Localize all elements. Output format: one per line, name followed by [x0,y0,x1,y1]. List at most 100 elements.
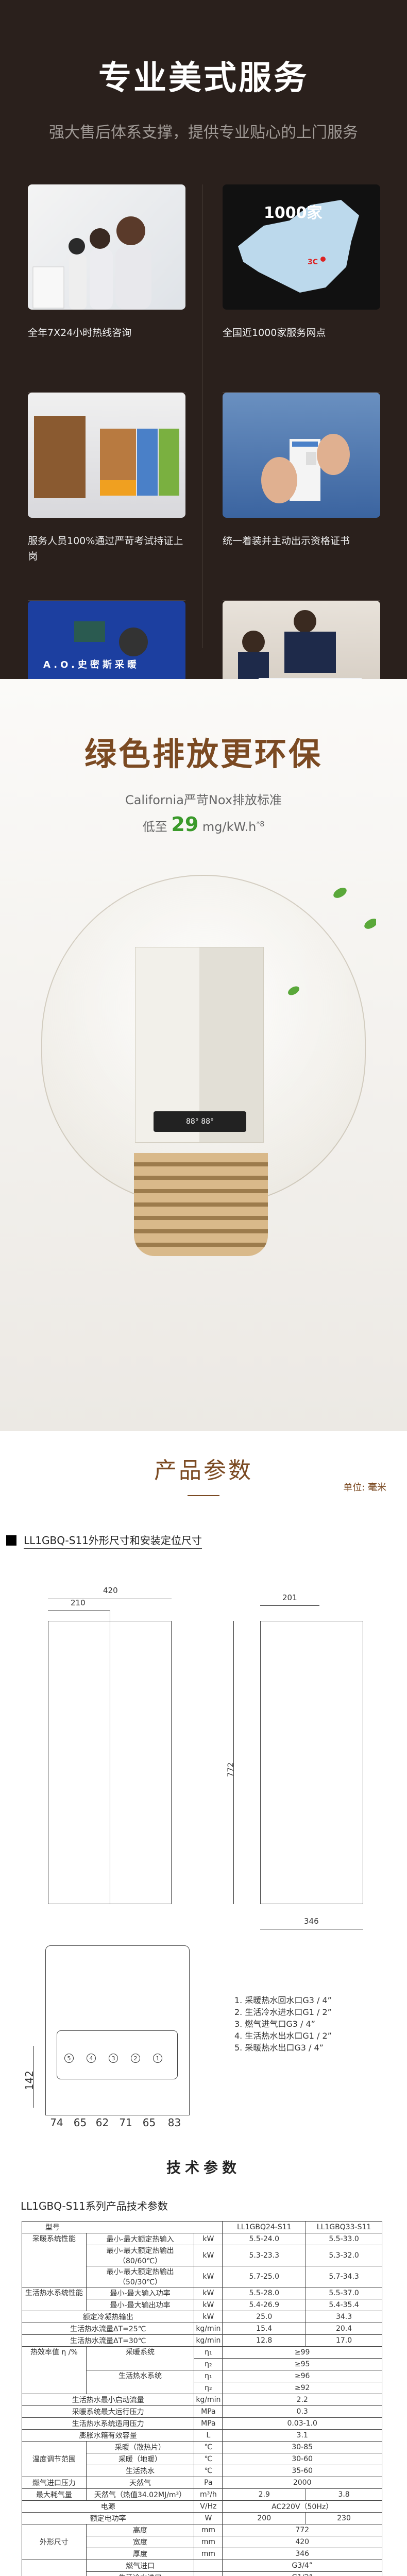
bulb-base-icon [134,1153,268,1256]
unit-cell: η₁ [194,2370,223,2382]
service-subtitle: 强大售后体系支撑，提供专业贴心的上门服务 [49,124,358,142]
spacing-value: 65 [142,2116,156,2129]
boiler-display: 88° 88° [154,1111,246,1132]
unit-cell: W [194,2512,223,2524]
value-cell: 230 [306,2512,382,2524]
value-cell: AC220V（50Hz） [222,2500,382,2513]
unit-cell: kg/min [194,2323,223,2335]
value-cell: 420 [222,2536,382,2548]
unit-cell: η₁ [194,2346,223,2359]
port-1-icon: 1 [153,2054,162,2063]
header-cell: LL1GBQ33-S11 [306,2221,382,2233]
id-card-icon [261,434,350,503]
value-cell: 772 [222,2524,382,2536]
unit-cell: η₂ [194,2358,223,2370]
item-cell: 生活热水流量ΔT=30℃ [21,2334,195,2347]
dim-height: 772 [226,1762,235,1777]
unit-cell: L [194,2429,223,2442]
dimension-drawing: 420 210 201 772 346 142 74 65 62 71 65 8… [0,1559,407,2136]
value-cell: 30-60 [222,2453,382,2465]
footnote-ref: *8 [256,820,265,828]
value-cell: 12.8 [222,2334,307,2347]
port-legend: 1. 采暖热水回水口G3 / 4” 2. 生活冷水进水口G1 / 2” 3. 燃… [234,1994,332,2054]
unit-cell: kg/min [194,2334,223,2347]
unit-cell: kW [194,2245,223,2266]
item-cell: 燃气进口 [86,2560,195,2572]
value-cell: G3/4” [222,2560,382,2572]
value-cell: 2.9 [222,2488,307,2501]
spacing-value: 65 [73,2116,87,2129]
unit-cell: kW [194,2233,223,2245]
square-bullet-icon [6,1535,16,1546]
unit-cell: V/Hz [194,2500,223,2513]
side-view [260,1621,363,1904]
title-underline [188,1495,219,1496]
port-4-icon: 4 [87,2054,96,2063]
item-cell: 天然气（热值34.02MJ/m³） [86,2488,195,2501]
emission-prefix: 低至 [142,820,167,834]
unit-cell: MPa [194,2417,223,2430]
group-cell: 外形尺寸 [22,2524,87,2560]
header-cell: LL1GBQ24-S11 [222,2221,307,2233]
table-row: η₂≥92 [22,2382,382,2394]
group-cell: 最大耗气量 [22,2488,87,2501]
legend-item: 5. 采暖热水出口G3 / 4” [234,2043,324,2053]
dim-width: 420 [103,1586,118,1595]
training-manuals-image [28,393,185,518]
item-cell: 生活热水最小启动流量 [21,2394,195,2406]
item-cell: 最小-最大输出功率 [86,2299,195,2311]
legend-item: 3. 燃气进气口G3 / 4” [234,2019,315,2029]
port-2-icon: 2 [131,2054,140,2063]
table-row: η₂≥95 [22,2358,382,2370]
value-cell: 5.5-33.0 [306,2233,382,2245]
bottom-spacing-row: 74 65 62 71 65 83 [44,2116,189,2129]
emission-standard: California严苛Nox排放标准 [125,793,282,807]
item-cell: 额定电功率 [21,2512,195,2524]
spacing-value: 71 [119,2116,132,2129]
legend-item: 2. 生活冷水进水口G1 / 2” [234,2007,332,2017]
service-item: 3C 1000家 全国近1000家服务网点 [223,184,380,393]
service-caption: 全国近1000家服务网点 [223,327,326,338]
svg-text:3C: 3C [308,258,318,266]
service-item: 全年7X24小时热线咨询 [28,184,185,393]
product-params-section: 产品参数 单位: 毫米 LL1GBQ-S11外形尺寸和安装定位尺寸 420 21… [0,1431,407,2136]
group-cell: 热效率值 η /% [22,2346,87,2394]
port-markers: 5 4 3 2 1 [64,2054,162,2063]
unit-cell: ℃ [194,2453,223,2465]
unit-cell [194,2560,223,2572]
value-cell: 5.7-34.3 [306,2266,382,2287]
customer-service-image [28,184,185,310]
dimension-title: LL1GBQ-S11外形尺寸和安装定位尺寸 [24,1532,202,1549]
unit-cell: mm [194,2536,223,2548]
spacing-value: 83 [167,2116,181,2129]
value-cell: G1/2” [222,2571,382,2576]
emission-value-line: 低至 29 mg/kW.h*8 [0,813,407,836]
value-cell: 0.03-1.0 [222,2417,382,2430]
value-cell: 5.3-23.3 [222,2245,307,2266]
value-cell: 5.4-35.4 [306,2299,382,2311]
port-3-icon: 3 [109,2054,118,2063]
item-cell: 电源 [21,2500,195,2513]
value-cell: ≥95 [222,2358,382,2370]
params-title: 产品参数 [154,1458,253,1484]
value-cell: 5.4-26.9 [222,2299,307,2311]
item-cell: 厚度 [86,2548,195,2560]
table-row: 生活冷水进口G1/2” [22,2571,382,2576]
emission-unit: mg/kW.h [202,820,257,834]
service-item: 服务人员100%通过严苛考试持证上岗 [28,393,185,601]
